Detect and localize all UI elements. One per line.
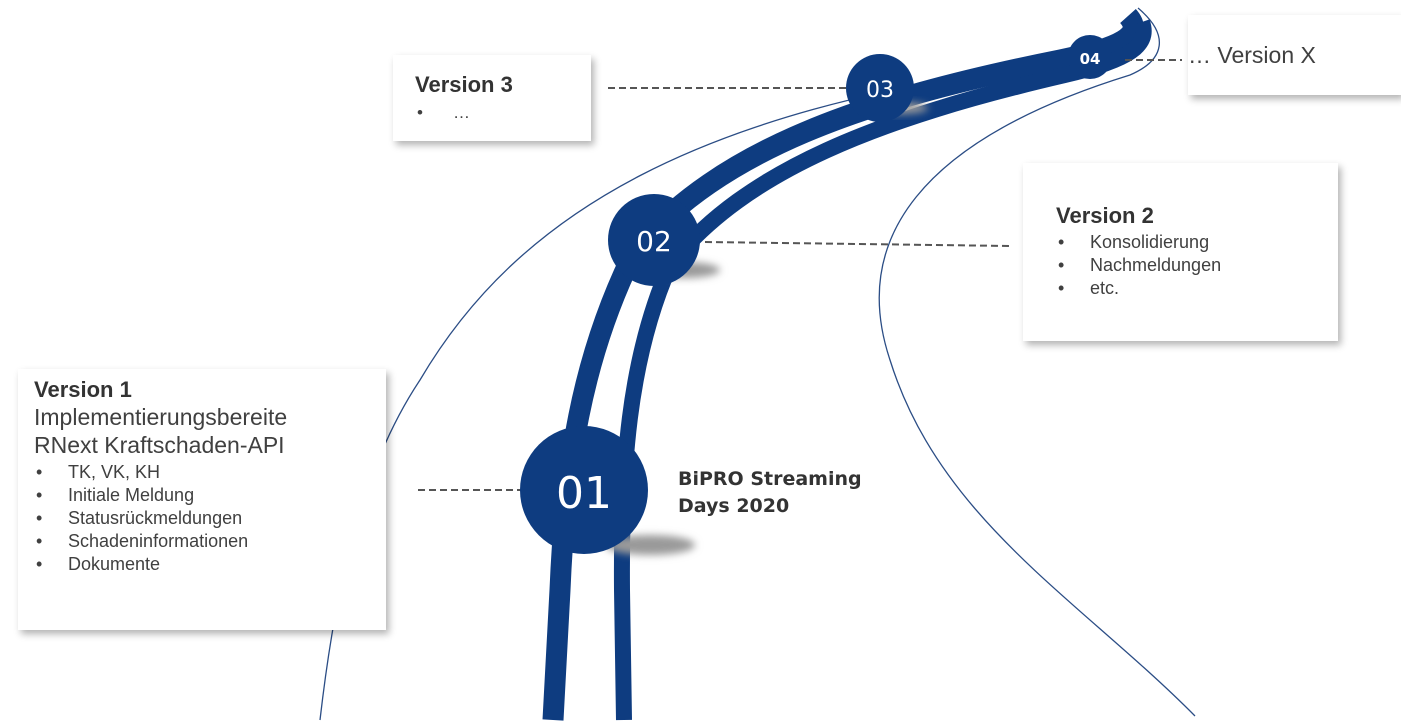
event-label: BiPRO Streaming Days 2020 — [678, 466, 862, 520]
version-2-card: Version 2 Konsolidierung Nachmeldungen e… — [1023, 163, 1338, 341]
milestone-02-label: 02 — [636, 225, 672, 258]
version-1-card: Version 1 Implementierungsbereite RNext … — [18, 369, 386, 630]
event-label-line2: Days 2020 — [678, 495, 790, 517]
event-label-line1: BiPRO Streaming — [678, 468, 862, 490]
version-2-item: Konsolidierung — [1056, 231, 1338, 254]
milestone-03: 03 — [846, 54, 914, 122]
milestone-01: 01 — [520, 426, 648, 554]
version-2-item: Nachmeldungen — [1056, 254, 1338, 277]
version-x-title: … Version X — [1188, 42, 1316, 68]
version-x-card: … Version X — [1188, 15, 1401, 95]
connector-v2 — [704, 241, 1013, 247]
version-3-list: … — [415, 101, 591, 124]
milestone-03-label: 03 — [866, 78, 894, 103]
version-1-subtitle-line2: RNext Kraftschaden-API — [34, 432, 285, 458]
road-edge-right — [878, 7, 1196, 717]
version-1-item: Initiale Meldung — [34, 484, 386, 507]
version-2-list: Konsolidierung Nachmeldungen etc. — [1056, 231, 1338, 300]
version-2-title: Version 2 — [1056, 203, 1154, 228]
version-1-subtitle-line1: Implementierungsbereite — [34, 404, 288, 430]
version-3-card: Version 3 … — [393, 55, 591, 141]
version-2-item: etc. — [1056, 277, 1338, 300]
version-1-item: TK, VK, KH — [34, 461, 386, 484]
road-lane-right — [613, 19, 1152, 721]
version-3-item: … — [415, 101, 591, 124]
version-1-list: TK, VK, KH Initiale Meldung Statusrückme… — [34, 461, 386, 576]
version-1-title: Version 1 — [34, 377, 132, 402]
milestone-02: 02 — [608, 194, 700, 286]
milestone-04: 04 — [1068, 35, 1112, 79]
version-1-item: Statusrückmeldungen — [34, 507, 386, 530]
version-1-item: Schadeninformationen — [34, 530, 386, 553]
version-3-title: Version 3 — [415, 72, 513, 97]
milestone-01-label: 01 — [556, 468, 612, 519]
version-1-item: Dokumente — [34, 553, 386, 576]
milestone-04-label: 04 — [1080, 50, 1101, 68]
